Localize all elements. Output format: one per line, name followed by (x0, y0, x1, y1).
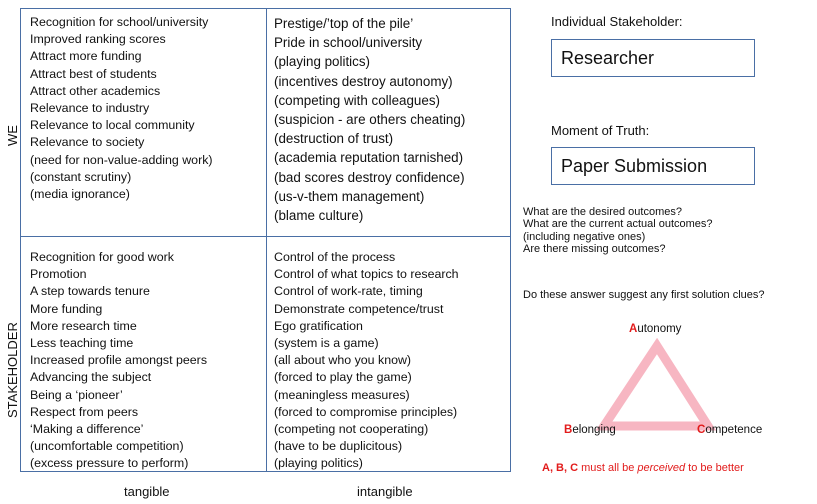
vertex-text-autonomy: utonomy (637, 323, 682, 335)
stakeholder-grid (20, 8, 511, 472)
vertex-letter-c: C (697, 424, 706, 436)
moment-of-truth-value: Paper Submission (561, 155, 708, 176)
list-item: Respect from peers (30, 404, 139, 419)
list-item: (forced to play the game) (274, 370, 412, 385)
vertex-label-autonomy: Autonomy (629, 323, 681, 335)
list-item: More research time (30, 318, 137, 333)
grid-horizontal-divider (21, 236, 510, 237)
list-item: Attract best of students (30, 66, 157, 81)
quadrant-we-intangible: Prestige/’top of the pile’ Pride in schoo… (274, 14, 465, 225)
list-item: Control of what topics to research (274, 267, 459, 282)
list-item: (competing not cooperating) (274, 422, 429, 437)
list-item: (constant scrutiny) (30, 169, 132, 184)
vertex-label-competence: Competence (697, 424, 762, 436)
vertex-text-competence: ompetence (705, 424, 763, 436)
solution-clue-question: Do these answer suggest any first soluti… (523, 289, 765, 301)
list-item: (excess pressure to perform) (30, 456, 189, 471)
list-item: Less teaching time (30, 336, 134, 351)
column-label-intangible: intangible (357, 484, 413, 499)
footnote-mid: must all be (578, 462, 638, 474)
list-item: Pride in school/university (274, 35, 423, 51)
list-item: (need for non-value-adding work) (30, 152, 213, 167)
list-item: Are there missing outcomes? (523, 243, 666, 256)
list-item: (bad scores destroy confidence) (274, 169, 465, 185)
list-item: (including negative ones) (523, 230, 646, 243)
list-item: (blame culture) (274, 208, 364, 224)
list-item: (destruction of trust) (274, 131, 394, 147)
list-item: Demonstrate competence/trust (274, 301, 444, 316)
row-label-stakeholder: STAKEHOLDER (5, 322, 20, 418)
list-item: Promotion (30, 267, 87, 282)
list-item: (playing politics) (274, 456, 363, 471)
stakeholder-box: Researcher (551, 39, 755, 77)
list-item: (playing politics) (274, 54, 371, 70)
abc-triangle-diagram (595, 338, 717, 431)
list-item: (all about who you know) (274, 353, 412, 368)
vertex-label-belonging: Belonging (564, 424, 616, 436)
list-item: Increased profile amongst peers (30, 353, 208, 368)
list-item: Being a ‘pioneer’ (30, 387, 123, 402)
list-item: Prestige/’top of the pile’ (274, 16, 414, 31)
list-item: More funding (30, 301, 103, 316)
list-item: Improved ranking scores (30, 32, 166, 47)
list-item: (suspicion - are others cheating) (274, 112, 466, 128)
list-item: (have to be duplicitous) (274, 439, 403, 454)
list-item: Recognition for school/university (30, 15, 209, 29)
list-item: ‘Making a difference’ (30, 422, 144, 437)
list-item: (media ignorance) (30, 187, 130, 202)
list-item: Relevance to society (30, 135, 145, 150)
outcome-questions: What are the desired outcomes?What are t… (523, 206, 713, 256)
list-item: (academia reputation tarnished) (274, 150, 464, 166)
vertex-letter-b: B (564, 424, 573, 436)
vertex-letter-a: A (629, 323, 638, 335)
moment-of-truth-box: Paper Submission (551, 147, 755, 185)
list-item: (system is a game) (274, 336, 379, 351)
triangle-shape (595, 338, 717, 431)
list-item: (us-v-them management) (274, 188, 425, 204)
column-label-tangible: tangible (124, 484, 170, 499)
list-item: (uncomfortable competition) (30, 439, 184, 454)
vertex-text-belonging: elonging (572, 424, 616, 436)
stakeholder-label: Individual Stakeholder: (551, 14, 683, 29)
list-item: Advancing the subject (30, 370, 152, 385)
list-item: Ego gratification (274, 318, 363, 333)
grid-vertical-divider (266, 9, 267, 471)
list-item: What are the desired outcomes? (523, 206, 682, 218)
list-item: What are the current actual outcomes? (523, 218, 713, 231)
list-item: A step towards tenure (30, 284, 150, 299)
list-item: Attract other academics (30, 83, 161, 98)
list-item: Relevance to local community (30, 118, 195, 133)
list-item: Recognition for good work (30, 250, 174, 264)
stakeholder-value: Researcher (561, 47, 655, 68)
row-label-we: WE (5, 125, 20, 146)
list-item: (incentives destroy autonomy) (274, 73, 453, 89)
footnote-emphasis: perceived (637, 462, 686, 474)
list-item: Relevance to industry (30, 101, 150, 116)
footnote-tail: to be better (685, 462, 744, 474)
footnote-abc: A, B, C (542, 462, 579, 474)
list-item: (forced to compromise principles) (274, 404, 458, 419)
list-item: Control of the process (274, 250, 396, 264)
list-item: (competing with colleagues) (274, 92, 440, 108)
list-item: Control of work-rate, timing (274, 284, 423, 299)
list-item: Attract more funding (30, 49, 142, 64)
list-item: (meaningless measures) (274, 387, 410, 402)
moment-of-truth-label: Moment of Truth: (551, 123, 650, 138)
perception-footnote: A, B, C must all be perceived to be bett… (542, 462, 744, 474)
